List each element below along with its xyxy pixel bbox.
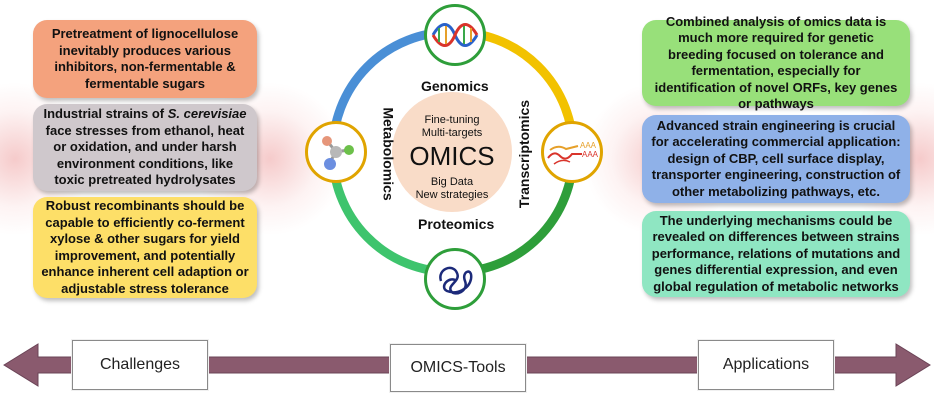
challenge-text: Pretreatment of lignocellulose inevitabl… — [51, 26, 239, 91]
transcriptomics-icon-ring: AAA AAA — [541, 121, 603, 183]
omics-tools-box: OMICS-Tools — [390, 344, 526, 392]
challenge-box-industrial-strains: Industrial strains of S. cerevisiae face… — [33, 104, 257, 191]
proteomics-label: Proteomics — [418, 216, 495, 232]
protein-icon — [439, 266, 473, 295]
application-box-mechanisms: The underlying mechanisms could be revea… — [642, 211, 910, 297]
challenges-box: Challenges — [72, 340, 208, 390]
center-bottom-text: Big Data New strategies — [415, 176, 489, 201]
challenge-box-robust-recombinants: Robust recombinants should be capable to… — [33, 197, 257, 298]
application-text: The underlying mechanisms could be revea… — [651, 212, 901, 294]
challenge-text: Robust recombinants should be capable to… — [41, 198, 249, 296]
svg-text:AAA: AAA — [582, 150, 599, 159]
species-name: S. cerevisiae — [167, 106, 247, 122]
center-top-text: Fine-tuning Multi-targets — [421, 114, 483, 139]
application-text: Combined analysis of omics data is much … — [654, 13, 898, 112]
challenge-box-pretreatment: Pretreatment of lignocellulose inevitabl… — [33, 20, 257, 98]
genomics-icon-ring — [424, 4, 486, 66]
application-text: Advanced strain engineering is crucial f… — [651, 117, 901, 199]
genomics-label: Genomics — [421, 78, 489, 94]
metabolomics-icon-ring — [305, 121, 367, 183]
svg-text:AAA: AAA — [580, 141, 597, 150]
applications-box: Applications — [698, 340, 834, 390]
application-box-strain-engineering: Advanced strain engineering is crucial f… — [642, 115, 910, 203]
center-title: OMICS — [409, 141, 495, 171]
dna-icon — [431, 23, 479, 47]
transcriptomics-label: Transcriptomics — [516, 99, 533, 209]
challenge-text: Industrial strains of S. cerevisiae face… — [43, 106, 247, 188]
application-box-combined-analysis: Combined analysis of omics data is much … — [642, 14, 910, 111]
proteomics-icon-ring — [424, 248, 486, 310]
omics-center-disc — [392, 92, 512, 212]
mrna-icon: AAA AAA — [547, 141, 599, 165]
molecule-icon — [322, 136, 354, 170]
